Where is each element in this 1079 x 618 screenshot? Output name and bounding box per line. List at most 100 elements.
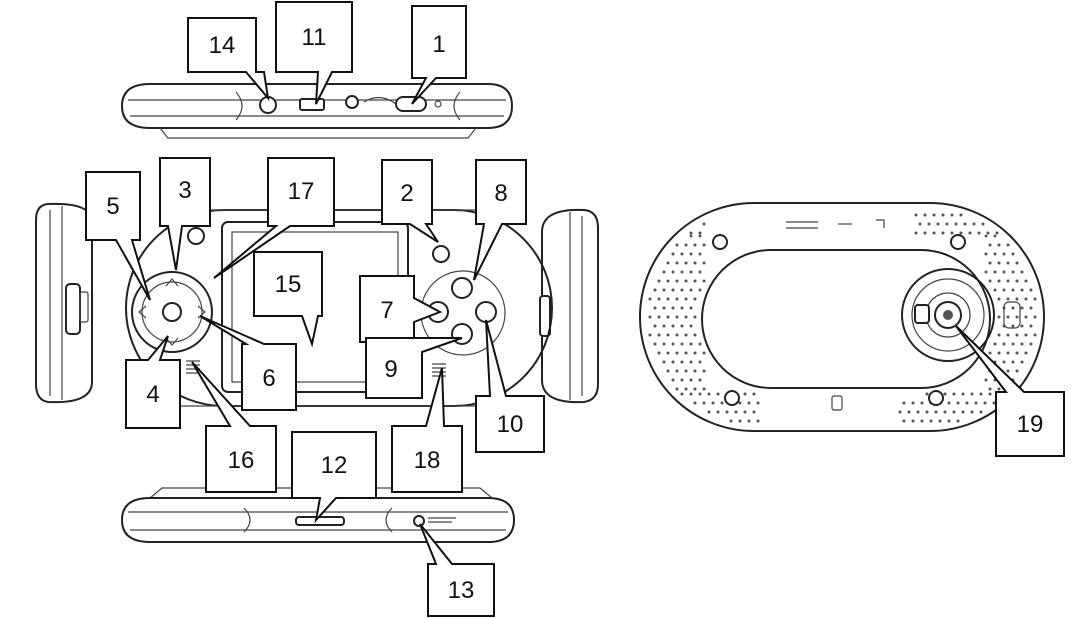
back-dot — [963, 222, 967, 226]
camera-lens-outer — [901, 268, 995, 362]
back-dot — [923, 213, 927, 217]
back-dot — [1002, 360, 1006, 364]
back-dot — [1002, 252, 1006, 256]
back-dot — [952, 392, 956, 396]
back-dot — [1020, 324, 1024, 328]
back-dot — [711, 401, 715, 405]
back-dot — [993, 234, 997, 238]
back-dot — [653, 288, 657, 292]
callout-8-number: 8 — [494, 180, 507, 207]
back-dot — [702, 243, 706, 247]
back-dot — [734, 410, 738, 414]
back-dot — [984, 270, 988, 274]
back-dot — [968, 231, 972, 235]
back-dot — [693, 261, 697, 265]
callout-4: 4 — [125, 335, 181, 429]
back-dot — [702, 351, 706, 355]
back-dot — [1002, 342, 1006, 346]
back-dots — [648, 213, 1037, 423]
back-dot — [1020, 270, 1024, 274]
callout-9: 9 — [365, 337, 463, 399]
back-dot — [675, 351, 679, 355]
back-dot — [988, 279, 992, 283]
back-dot — [1015, 351, 1019, 355]
back-dot — [911, 401, 915, 405]
reset-hole — [413, 515, 425, 527]
back-dot — [693, 279, 697, 283]
back-dot — [689, 270, 693, 274]
back-dot — [738, 419, 742, 423]
back-dot — [997, 279, 1001, 283]
back-dot — [702, 369, 706, 373]
back-dot — [693, 333, 697, 337]
back-dot — [938, 419, 942, 423]
back-dot — [653, 306, 657, 310]
back-dot — [662, 360, 666, 364]
power-switch — [395, 96, 427, 112]
back-dot — [662, 270, 666, 274]
back-dot — [684, 387, 688, 391]
back-dot — [997, 315, 1001, 319]
back-dot — [680, 324, 684, 328]
callout-18: 18 — [391, 367, 463, 493]
back-dot — [1006, 333, 1010, 337]
back-dot — [671, 288, 675, 292]
back-dot — [693, 401, 697, 405]
back-dot — [1011, 324, 1015, 328]
callout-16: 16 — [191, 361, 277, 493]
back-dot — [653, 324, 657, 328]
back-dot — [1029, 342, 1033, 346]
back-dot — [979, 392, 983, 396]
back-dot — [972, 222, 976, 226]
callout-12: 12 — [291, 431, 377, 524]
callout-1: 1 — [411, 5, 467, 105]
back-dot — [662, 342, 666, 346]
camera-flash — [914, 304, 930, 324]
back-dot — [945, 222, 949, 226]
back-dot — [675, 315, 679, 319]
back-dot — [981, 222, 985, 226]
back-dot — [1015, 333, 1019, 337]
back-dot — [997, 387, 1001, 391]
callout-3-number: 3 — [178, 177, 191, 204]
callout-7: 7 — [359, 275, 443, 343]
back-dot — [988, 392, 992, 396]
callout-7-number: 7 — [380, 297, 393, 324]
back-dot — [693, 387, 697, 391]
back-dot — [997, 333, 1001, 337]
back-dot — [932, 231, 936, 235]
back-dot — [993, 270, 997, 274]
back-dot — [675, 369, 679, 373]
back-dot — [698, 234, 702, 238]
back-dot — [684, 333, 688, 337]
back-dot — [666, 369, 670, 373]
back-dot — [671, 360, 675, 364]
back-dot — [941, 213, 945, 217]
back-dot — [988, 243, 992, 247]
back-dot — [1033, 315, 1037, 319]
back-dot — [907, 410, 911, 414]
back-dot — [671, 324, 675, 328]
back-dot — [716, 392, 720, 396]
back-dot — [698, 252, 702, 256]
back-dot — [959, 213, 963, 217]
callout-16-number: 16 — [228, 447, 255, 474]
back-dot — [671, 270, 675, 274]
callout-13-number: 13 — [448, 577, 475, 604]
back-dot — [950, 231, 954, 235]
back-dot — [988, 261, 992, 265]
callout-12-number: 12 — [321, 452, 348, 479]
back-dot — [693, 351, 697, 355]
back-view — [639, 202, 1045, 432]
back-dot — [720, 401, 724, 405]
back-dot — [1029, 306, 1033, 310]
back-dot — [977, 231, 981, 235]
back-dot — [993, 252, 997, 256]
callout-11: 11 — [275, 1, 353, 105]
back-dot — [997, 297, 1001, 301]
back-dot — [1006, 261, 1010, 265]
back-dot — [1024, 351, 1028, 355]
back-dot — [1033, 297, 1037, 301]
back-dot — [902, 401, 906, 405]
